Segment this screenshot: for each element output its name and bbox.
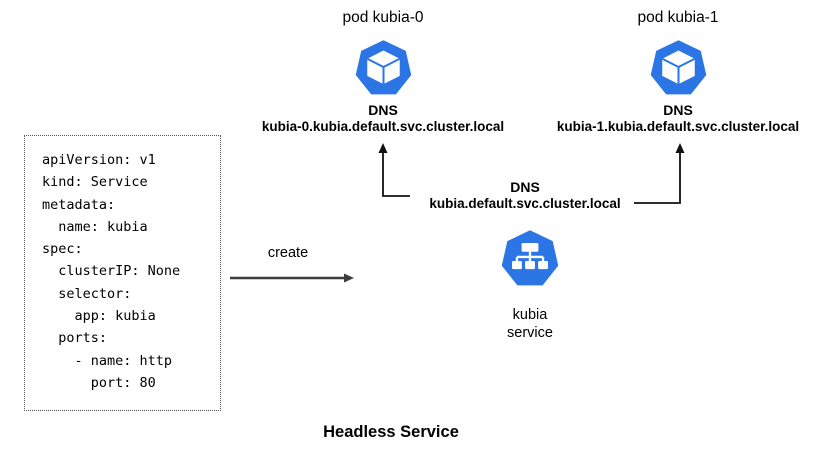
service-name-line1: kubia — [512, 307, 548, 323]
pod-dns-name: kubia-1.kubia.default.svc.cluster.local — [556, 119, 800, 134]
service-dns-label: DNS — [510, 179, 540, 195]
pod-icon — [355, 40, 411, 95]
yaml-manifest-box: apiVersion: v1 kind: Service metadata: n… — [24, 135, 221, 411]
pod-title: pod kubia-0 — [342, 9, 424, 26]
pod-icon — [650, 40, 706, 95]
service-dns-name: kubia.default.svc.cluster.local — [429, 196, 621, 211]
kubia-service-group: kubia service — [470, 228, 590, 342]
service-icon — [501, 230, 559, 286]
yaml-code: apiVersion: v1 kind: Service metadata: n… — [42, 152, 181, 391]
pod-dns-label: DNS — [663, 102, 693, 118]
service-dns-block: DNS kubia.default.svc.cluster.local — [375, 179, 675, 212]
pod-dns-label: DNS — [368, 102, 398, 118]
diagram-title: Headless Service — [323, 423, 459, 441]
pod-kubia-1-group: pod kubia-1 DNS kubia-1.kubia.default.sv… — [536, 7, 820, 135]
pod-dns-name: kubia-0.kubia.default.svc.cluster.local — [261, 119, 505, 134]
service-name-line2: service — [507, 324, 553, 341]
create-label: create — [267, 245, 309, 261]
service-caption: kubia service — [507, 307, 553, 342]
pod-kubia-0-group: pod kubia-0 DNS kubia-0.kubia.default.sv… — [241, 7, 525, 135]
pod-title: pod kubia-1 — [637, 9, 719, 26]
